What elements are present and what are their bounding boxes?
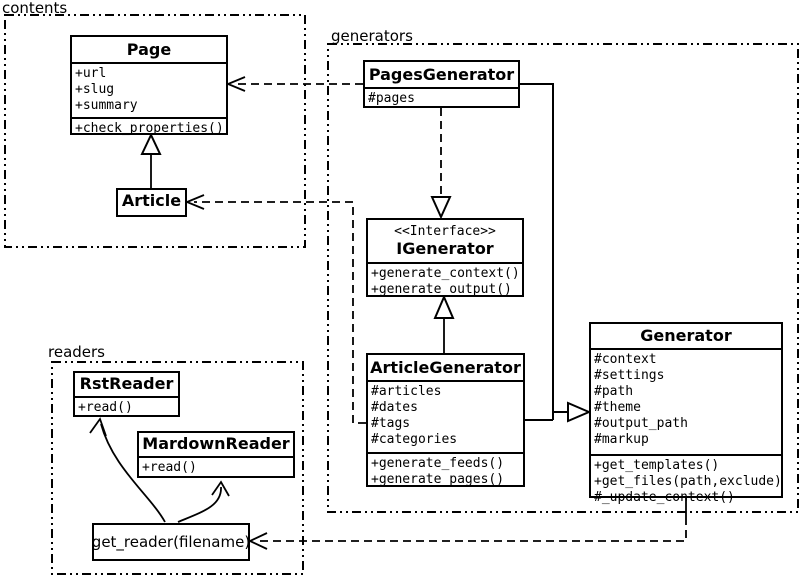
class-articlegenerator-attributes: #articles #dates #tags #categories	[368, 380, 523, 452]
class-page-methods: +check_properties()	[72, 117, 226, 138]
readers-package-label: readers	[48, 343, 105, 361]
edge-articlegenerator-to-article	[184, 194, 366, 424]
edge-article-to-page	[140, 132, 162, 188]
class-generator-attributes: #context #settings #path #theme #output_…	[591, 348, 781, 454]
edge-getreader-to-mardownreader	[177, 480, 230, 523]
get-reader-label: get_reader(filename)	[91, 533, 251, 551]
class-page: Page +url +slug +summary +check_properti…	[70, 35, 228, 138]
class-mardownreader: MardownReader +read()	[137, 431, 295, 478]
class-generator: Generator #context #settings #path #them…	[589, 322, 783, 505]
class-rstreader: RstReader +read()	[73, 371, 180, 417]
edge-articlegenerator-to-igenerator	[433, 294, 455, 353]
class-generator-title: Generator	[640, 326, 732, 345]
edge-pagesgenerator-to-igenerator	[430, 108, 452, 220]
class-article-title: Article	[121, 191, 182, 210]
class-pagesgenerator-title: PagesGenerator	[368, 65, 515, 84]
contents-package-label: contents	[2, 0, 68, 17]
generators-package-label: generators	[331, 27, 413, 45]
class-articlegenerator-title: ArticleGenerator	[370, 358, 521, 377]
class-rstreader-methods: +read()	[75, 396, 178, 417]
edge-generators-to-generator	[519, 83, 592, 423]
class-pagesgenerator-attributes: #pages	[365, 87, 518, 108]
class-generator-methods: +get_templates() +get_files(path,exclude…	[591, 454, 781, 507]
class-igenerator-title: IGenerator	[396, 239, 494, 258]
class-articlegenerator-methods: +generate_feeds() +generate_pages()	[368, 452, 523, 489]
class-mardownreader-title: MardownReader	[142, 434, 290, 453]
class-igenerator: <<Interface>> IGenerator +generate_conte…	[366, 218, 524, 297]
class-mardownreader-methods: +read()	[139, 456, 293, 477]
class-article: Article	[116, 188, 187, 217]
edge-pagesgenerator-to-page	[225, 76, 363, 92]
class-igenerator-header: <<Interface>> IGenerator	[368, 220, 522, 262]
class-articlegenerator: ArticleGenerator #articles #dates #tags …	[366, 353, 525, 487]
class-page-title: Page	[126, 40, 172, 59]
class-page-attributes: +url +slug +summary	[72, 62, 226, 117]
class-igenerator-methods: +generate_context() +generate_output()	[368, 262, 522, 299]
class-rstreader-title: RstReader	[79, 374, 174, 393]
class-pagesgenerator: PagesGenerator #pages	[363, 60, 520, 108]
function-node-get-reader: get_reader(filename)	[92, 523, 250, 561]
class-igenerator-stereotype: <<Interface>>	[394, 224, 496, 239]
